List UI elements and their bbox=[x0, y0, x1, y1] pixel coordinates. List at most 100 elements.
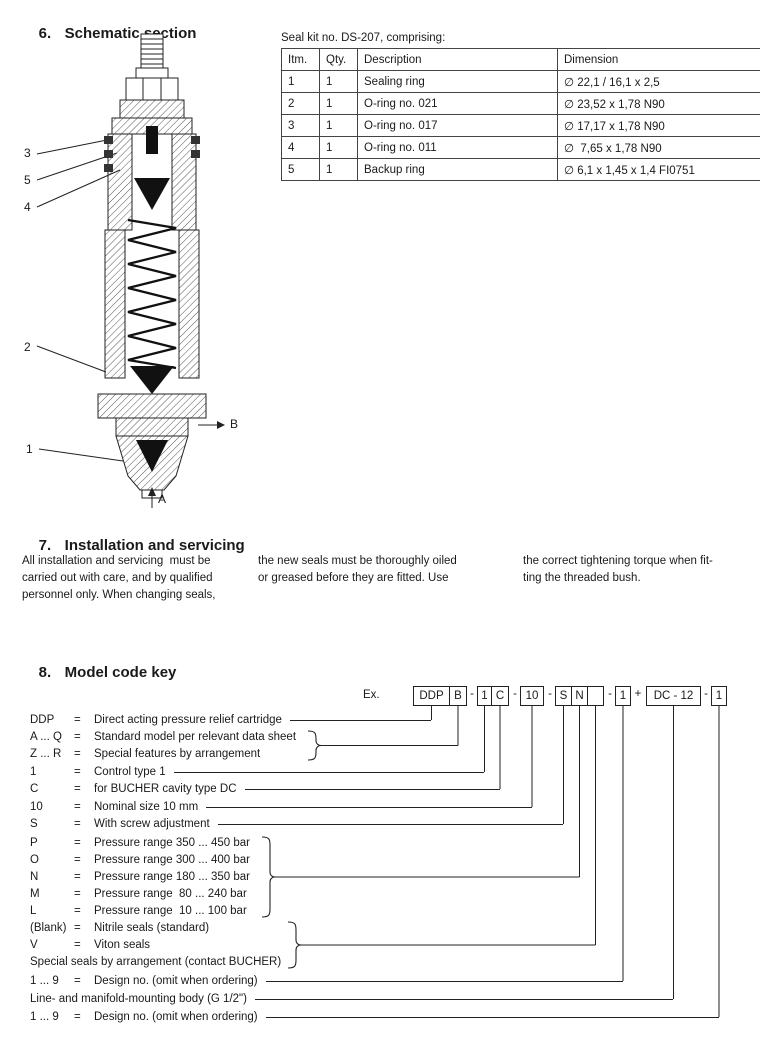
code-separator: - bbox=[513, 688, 517, 700]
model-code-legend-row: (Blank)=Nitrile seals (standard) bbox=[30, 921, 209, 935]
seal-kit-header-row: Itm. Qty. Description Dimension bbox=[281, 48, 760, 71]
legend-desc: Pressure range 300 ... 400 bar bbox=[94, 854, 250, 866]
section-8-heading: 8.Model code key bbox=[22, 647, 177, 698]
body-text-line: the new seals must be thoroughly oiled bbox=[258, 555, 457, 567]
legend-code: 1 ... 9 bbox=[30, 975, 59, 987]
legend-desc: Standard model per relevant data sheet bbox=[94, 731, 297, 743]
model-code-legend-row: A ... Q=Standard model per relevant data… bbox=[30, 730, 296, 744]
equals-sign: = bbox=[74, 748, 81, 760]
equals-sign: = bbox=[74, 939, 81, 951]
connector-line bbox=[244, 782, 500, 790]
equals-sign: = bbox=[74, 922, 81, 934]
legend-desc: Special features by arrangement bbox=[94, 748, 261, 760]
group-brace bbox=[261, 836, 276, 918]
seal-kit-table: Itm. Qty. Description Dimension 1 1 Seal… bbox=[281, 48, 760, 181]
legend-desc: Design no. (omit when ordering) bbox=[94, 975, 258, 987]
dimension-cell: ∅ 23,52 x 1,78 N90 bbox=[557, 92, 760, 115]
valve-schematic bbox=[20, 30, 240, 515]
legend-code: M bbox=[30, 888, 40, 900]
legend-code: V bbox=[30, 939, 38, 951]
code-box-ddp: DDP bbox=[413, 686, 450, 706]
itm-cell: 5 bbox=[281, 158, 320, 181]
equals-sign: = bbox=[74, 783, 81, 795]
model-code-legend-row: 1=Control type 1 bbox=[30, 765, 484, 779]
equals-sign: = bbox=[74, 854, 81, 866]
connector-line bbox=[173, 765, 484, 773]
code-separator: + bbox=[634, 688, 642, 700]
equals-sign: = bbox=[74, 731, 81, 743]
code-box-b: B bbox=[449, 686, 467, 706]
description-cell: Backup ring bbox=[357, 158, 558, 181]
body-text-line: personnel only. When changing seals, bbox=[22, 589, 216, 601]
legend-code: Z ... R bbox=[30, 748, 62, 760]
legend-code: P bbox=[30, 837, 38, 849]
model-code-legend-row: C=for BUCHER cavity type DC bbox=[30, 782, 500, 796]
section-7-title: Installation and servicing bbox=[64, 537, 245, 554]
body-text-line: or greased before they are fitted. Use bbox=[258, 572, 449, 584]
port-b-label: B bbox=[230, 417, 239, 431]
dimension-cell: ∅ 22,1 / 16,1 x 2,5 bbox=[557, 70, 760, 93]
model-code-legend-row: Z ... R = Special features by arrangement bbox=[30, 747, 260, 761]
callout-label-4: 4 bbox=[24, 200, 31, 214]
installation-col-3: the correct tightening torque when fit- … bbox=[523, 555, 713, 589]
equals-sign: = bbox=[74, 905, 81, 917]
code-separator: - bbox=[548, 688, 552, 700]
equals-sign: = bbox=[74, 801, 81, 813]
description-cell: O-ring no. 021 bbox=[357, 92, 558, 115]
legend-desc: Direct acting pressure relief cartridge bbox=[94, 714, 282, 726]
itm-cell: 3 bbox=[281, 114, 320, 137]
model-code-legend-row: V=Viton seals bbox=[30, 938, 150, 952]
legend-code: 1 bbox=[30, 766, 37, 778]
model-code-legend-row: L = Pressure range 10 ... 100 bar bbox=[30, 904, 247, 918]
model-code-legend-row: Line- and manifold-mounting body (G 1/2"… bbox=[30, 992, 673, 1006]
legend-code: DDP bbox=[30, 714, 55, 726]
legend-desc: Pressure range 180 ... 350 bar bbox=[94, 871, 250, 883]
legend-desc: Nitrile seals (standard) bbox=[94, 922, 210, 934]
model-code-legend-row: 1 ... 9=Design no. (omit when ordering) bbox=[30, 1010, 719, 1024]
callout-label-5: 5 bbox=[24, 173, 31, 187]
callout-label-3: 3 bbox=[24, 146, 31, 160]
model-code-legend-row: 10 = Nominal size 10 mm bbox=[30, 800, 532, 814]
section-7-heading: 7.Installation and servicing bbox=[22, 520, 245, 571]
legend-desc: Special seals by arrangement (contact BU… bbox=[30, 956, 282, 968]
legend-code: 10 bbox=[30, 801, 43, 813]
legend-desc: Nominal size 10 mm bbox=[94, 801, 199, 813]
group-brace bbox=[287, 921, 302, 969]
col-header-itm: Itm. bbox=[281, 48, 320, 71]
legend-code: N bbox=[30, 871, 39, 883]
group-brace bbox=[307, 730, 322, 761]
model-code-legend-row: Special seals by arrangement (contact BU… bbox=[30, 955, 281, 969]
installation-col-2: the new seals must be thoroughly oiled o… bbox=[258, 555, 457, 589]
itm-cell: 2 bbox=[281, 92, 320, 115]
model-code-legend-row: DDP=Direct acting pressure relief cartri… bbox=[30, 713, 431, 727]
section-6-number: 6. bbox=[38, 25, 52, 42]
seal-kit-row: 4 1 O-ring no. 011 ∅ 7,65 x 1,78 N90 bbox=[281, 136, 760, 159]
dimension-cell: ∅ 17,17 x 1,78 N90 bbox=[557, 114, 760, 137]
seal-kit-row: 5 1 Backup ring ∅ 6,1 x 1,45 x 1,4 FI075… bbox=[281, 158, 760, 181]
model-code-legend-row: S=With screw adjustment bbox=[30, 817, 563, 831]
equals-sign: = bbox=[74, 888, 81, 900]
section-8-title: Model code key bbox=[64, 664, 177, 681]
connector-line bbox=[265, 974, 623, 982]
code-separator: - bbox=[704, 688, 708, 700]
seal-kit-row: 3 1 O-ring no. 017 ∅ 17,17 x 1,78 N90 bbox=[281, 114, 760, 137]
equals-sign: = bbox=[74, 871, 81, 883]
code-box-c: C bbox=[491, 686, 509, 706]
legend-desc: for BUCHER cavity type DC bbox=[94, 783, 237, 795]
dimension-cell: ∅ 7,65 x 1,78 N90 bbox=[557, 136, 760, 159]
legend-desc: Pressure range 10 ... 100 bar bbox=[94, 905, 247, 917]
model-code-legend-row: 1 ... 9=Design no. (omit when ordering) bbox=[30, 974, 623, 988]
itm-cell: 1 bbox=[281, 70, 320, 93]
legend-code: L bbox=[30, 905, 37, 917]
itm-cell: 4 bbox=[281, 136, 320, 159]
code-box-body-design-no: 1 bbox=[711, 686, 727, 706]
callout-label-2: 2 bbox=[24, 340, 31, 354]
equals-sign: = bbox=[74, 818, 81, 830]
code-separator: - bbox=[470, 688, 474, 700]
code-separator: - bbox=[608, 688, 612, 700]
valve-cross-section-drawing bbox=[36, 33, 225, 508]
legend-code: S bbox=[30, 818, 38, 830]
legend-code: O bbox=[30, 854, 39, 866]
qty-cell: 1 bbox=[319, 70, 358, 93]
